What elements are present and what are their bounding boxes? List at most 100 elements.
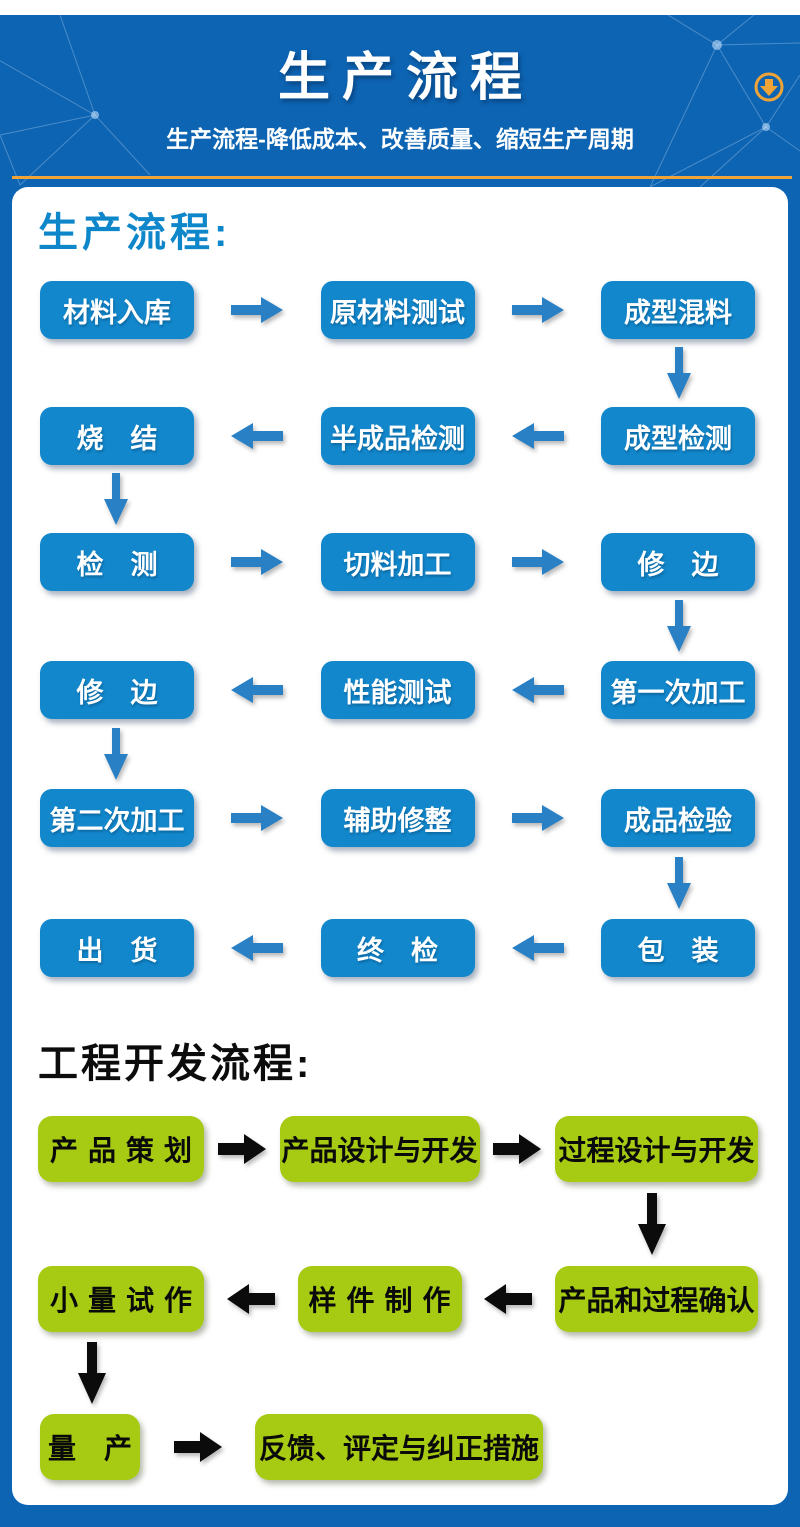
flow-node-label: 材料入库 xyxy=(63,297,171,328)
flow-node-label: 切料加工 xyxy=(343,549,452,580)
flow-row: 修 边 性能测试 第一次加工 xyxy=(12,661,788,719)
flow-node: 修 边 xyxy=(40,661,194,719)
flow-node-label: 小量试作 xyxy=(49,1285,202,1316)
flow-node-label: 检 测 xyxy=(76,549,158,580)
flow-node-label: 过程设计与开发 xyxy=(558,1135,755,1166)
flow-node: 修 边 xyxy=(601,533,755,591)
flow-node: 产品设计与开发 xyxy=(279,1116,480,1182)
arrow-right-icon xyxy=(511,805,564,831)
flow-node: 量 产 xyxy=(40,1414,140,1480)
arrow-left-icon xyxy=(511,423,564,449)
section-title-engineering: 工程开发流程: xyxy=(38,1042,313,1086)
flow-node: 辅助修整 xyxy=(320,789,475,847)
arrow-right-icon xyxy=(493,1134,542,1164)
flow-node: 原材料测试 xyxy=(320,281,475,339)
arrow-right-icon xyxy=(511,297,564,323)
arrow-right-icon xyxy=(173,1432,222,1462)
flow-node: 切料加工 xyxy=(320,533,475,591)
arrow-left-icon xyxy=(231,677,284,703)
arrow-down-icon xyxy=(104,473,128,525)
flow-node-label: 量 产 xyxy=(47,1433,132,1464)
flow-connector-row xyxy=(12,719,788,789)
flow-node-label: 原材料测试 xyxy=(330,297,465,328)
flow-node-label: 反馈、评定与纠正措施 xyxy=(258,1433,539,1464)
flow-node: 成型检测 xyxy=(601,407,755,465)
top-white-strip xyxy=(0,0,800,15)
flow-node: 成品检验 xyxy=(601,789,755,847)
flow-node-label: 性能测试 xyxy=(343,677,452,708)
flow-node-label: 半成品检测 xyxy=(330,423,465,454)
flow-node: 检 测 xyxy=(40,533,194,591)
flow-node-label: 修 边 xyxy=(76,677,158,708)
arrow-left-icon xyxy=(226,1284,275,1314)
flow-node: 小量试作 xyxy=(38,1266,204,1332)
arrow-down-icon xyxy=(78,1342,106,1404)
flow-node: 过程设计与开发 xyxy=(555,1116,758,1182)
flow-node-label: 产品和过程确认 xyxy=(558,1285,755,1316)
arrow-left-icon xyxy=(231,423,284,449)
flow-node: 样件制作 xyxy=(297,1266,462,1332)
flow-node: 包 装 xyxy=(601,919,755,977)
flow-node: 半成品检测 xyxy=(320,407,475,465)
gold-divider xyxy=(12,176,792,179)
flow-row: 材料入库 原材料测试 成型混料 xyxy=(12,281,788,339)
flow-node-label: 出 货 xyxy=(76,935,158,966)
flow-node: 反馈、评定与纠正措施 xyxy=(255,1414,543,1480)
page-header: 生产流程 生产流程-降低成本、改善质量、缩短生产周期 xyxy=(0,15,800,187)
flow-node: 产品策划 xyxy=(38,1116,204,1182)
arrow-down-icon xyxy=(667,857,691,909)
arrow-down-icon xyxy=(667,600,691,652)
flow-connector-row xyxy=(12,1333,788,1413)
flow-row: 量 产 反馈、评定与纠正措施 xyxy=(12,1413,788,1481)
flow-node-label: 第一次加工 xyxy=(610,677,746,708)
flow-connector-row xyxy=(12,339,788,407)
flow-row: 第二次加工 辅助修整 成品检验 xyxy=(12,789,788,847)
flow-connector-row xyxy=(12,465,788,533)
flow-node-label: 包 装 xyxy=(637,935,719,966)
arrow-down-icon xyxy=(638,1193,666,1255)
flow-row: 烧 结 半成品检测 成型检测 xyxy=(12,407,788,465)
arrow-right-icon xyxy=(511,549,564,575)
arrow-down-icon xyxy=(667,347,691,399)
arrow-right-icon xyxy=(231,549,284,575)
flow-node: 性能测试 xyxy=(320,661,475,719)
arrow-right-icon xyxy=(217,1134,266,1164)
arrow-left-icon xyxy=(511,677,564,703)
flow-node: 烧 结 xyxy=(40,407,194,465)
flow-connector-row xyxy=(12,591,788,661)
page-title: 生产流程 xyxy=(277,49,534,107)
download-icon[interactable] xyxy=(754,72,784,102)
footer-bar xyxy=(0,1505,800,1527)
flow-node: 材料入库 xyxy=(40,281,194,339)
flow-node-label: 第二次加工 xyxy=(49,805,185,836)
flow-node-label: 辅助修整 xyxy=(343,805,452,836)
flow-node-label: 成型混料 xyxy=(624,297,732,328)
arrow-left-icon xyxy=(511,935,564,961)
flow-node-label: 成品检验 xyxy=(624,805,732,836)
flow-node-label: 成型检测 xyxy=(624,423,732,454)
section-title-production: 生产流程: xyxy=(38,211,232,255)
flow-node-label: 终 检 xyxy=(357,935,438,966)
flow-row: 检 测 切料加工 修 边 xyxy=(12,533,788,591)
arrow-right-icon xyxy=(231,805,284,831)
content-card: 生产流程: 材料入库 原材料测试 成型混料 烧 结 半成品检测 成型检测 检 测… xyxy=(12,187,788,1505)
arrow-left-icon xyxy=(231,935,284,961)
flow-node: 终 检 xyxy=(320,919,475,977)
flow-node: 出 货 xyxy=(40,919,194,977)
flow-row: 产品策划 产品设计与开发 过程设计与开发 xyxy=(12,1115,788,1183)
flow-node: 产品和过程确认 xyxy=(555,1266,758,1332)
arrow-right-icon xyxy=(231,297,284,323)
flow-node: 成型混料 xyxy=(601,281,755,339)
flow-connector-row xyxy=(12,847,788,919)
flow-node-label: 样件制作 xyxy=(308,1285,461,1316)
page-subtitle: 生产流程-降低成本、改善质量、缩短生产周期 xyxy=(166,126,634,152)
flow-node: 第二次加工 xyxy=(40,789,194,847)
arrow-down-icon xyxy=(104,728,128,780)
flow-node-label: 产品策划 xyxy=(49,1135,202,1166)
flow-node: 第一次加工 xyxy=(601,661,755,719)
arrow-left-icon xyxy=(484,1284,533,1314)
flow-node-label: 烧 结 xyxy=(76,423,158,454)
flow-connector-row xyxy=(12,1183,788,1265)
flow-row: 出 货 终 检 包 装 xyxy=(12,919,788,977)
flow-node-label: 修 边 xyxy=(637,549,719,580)
